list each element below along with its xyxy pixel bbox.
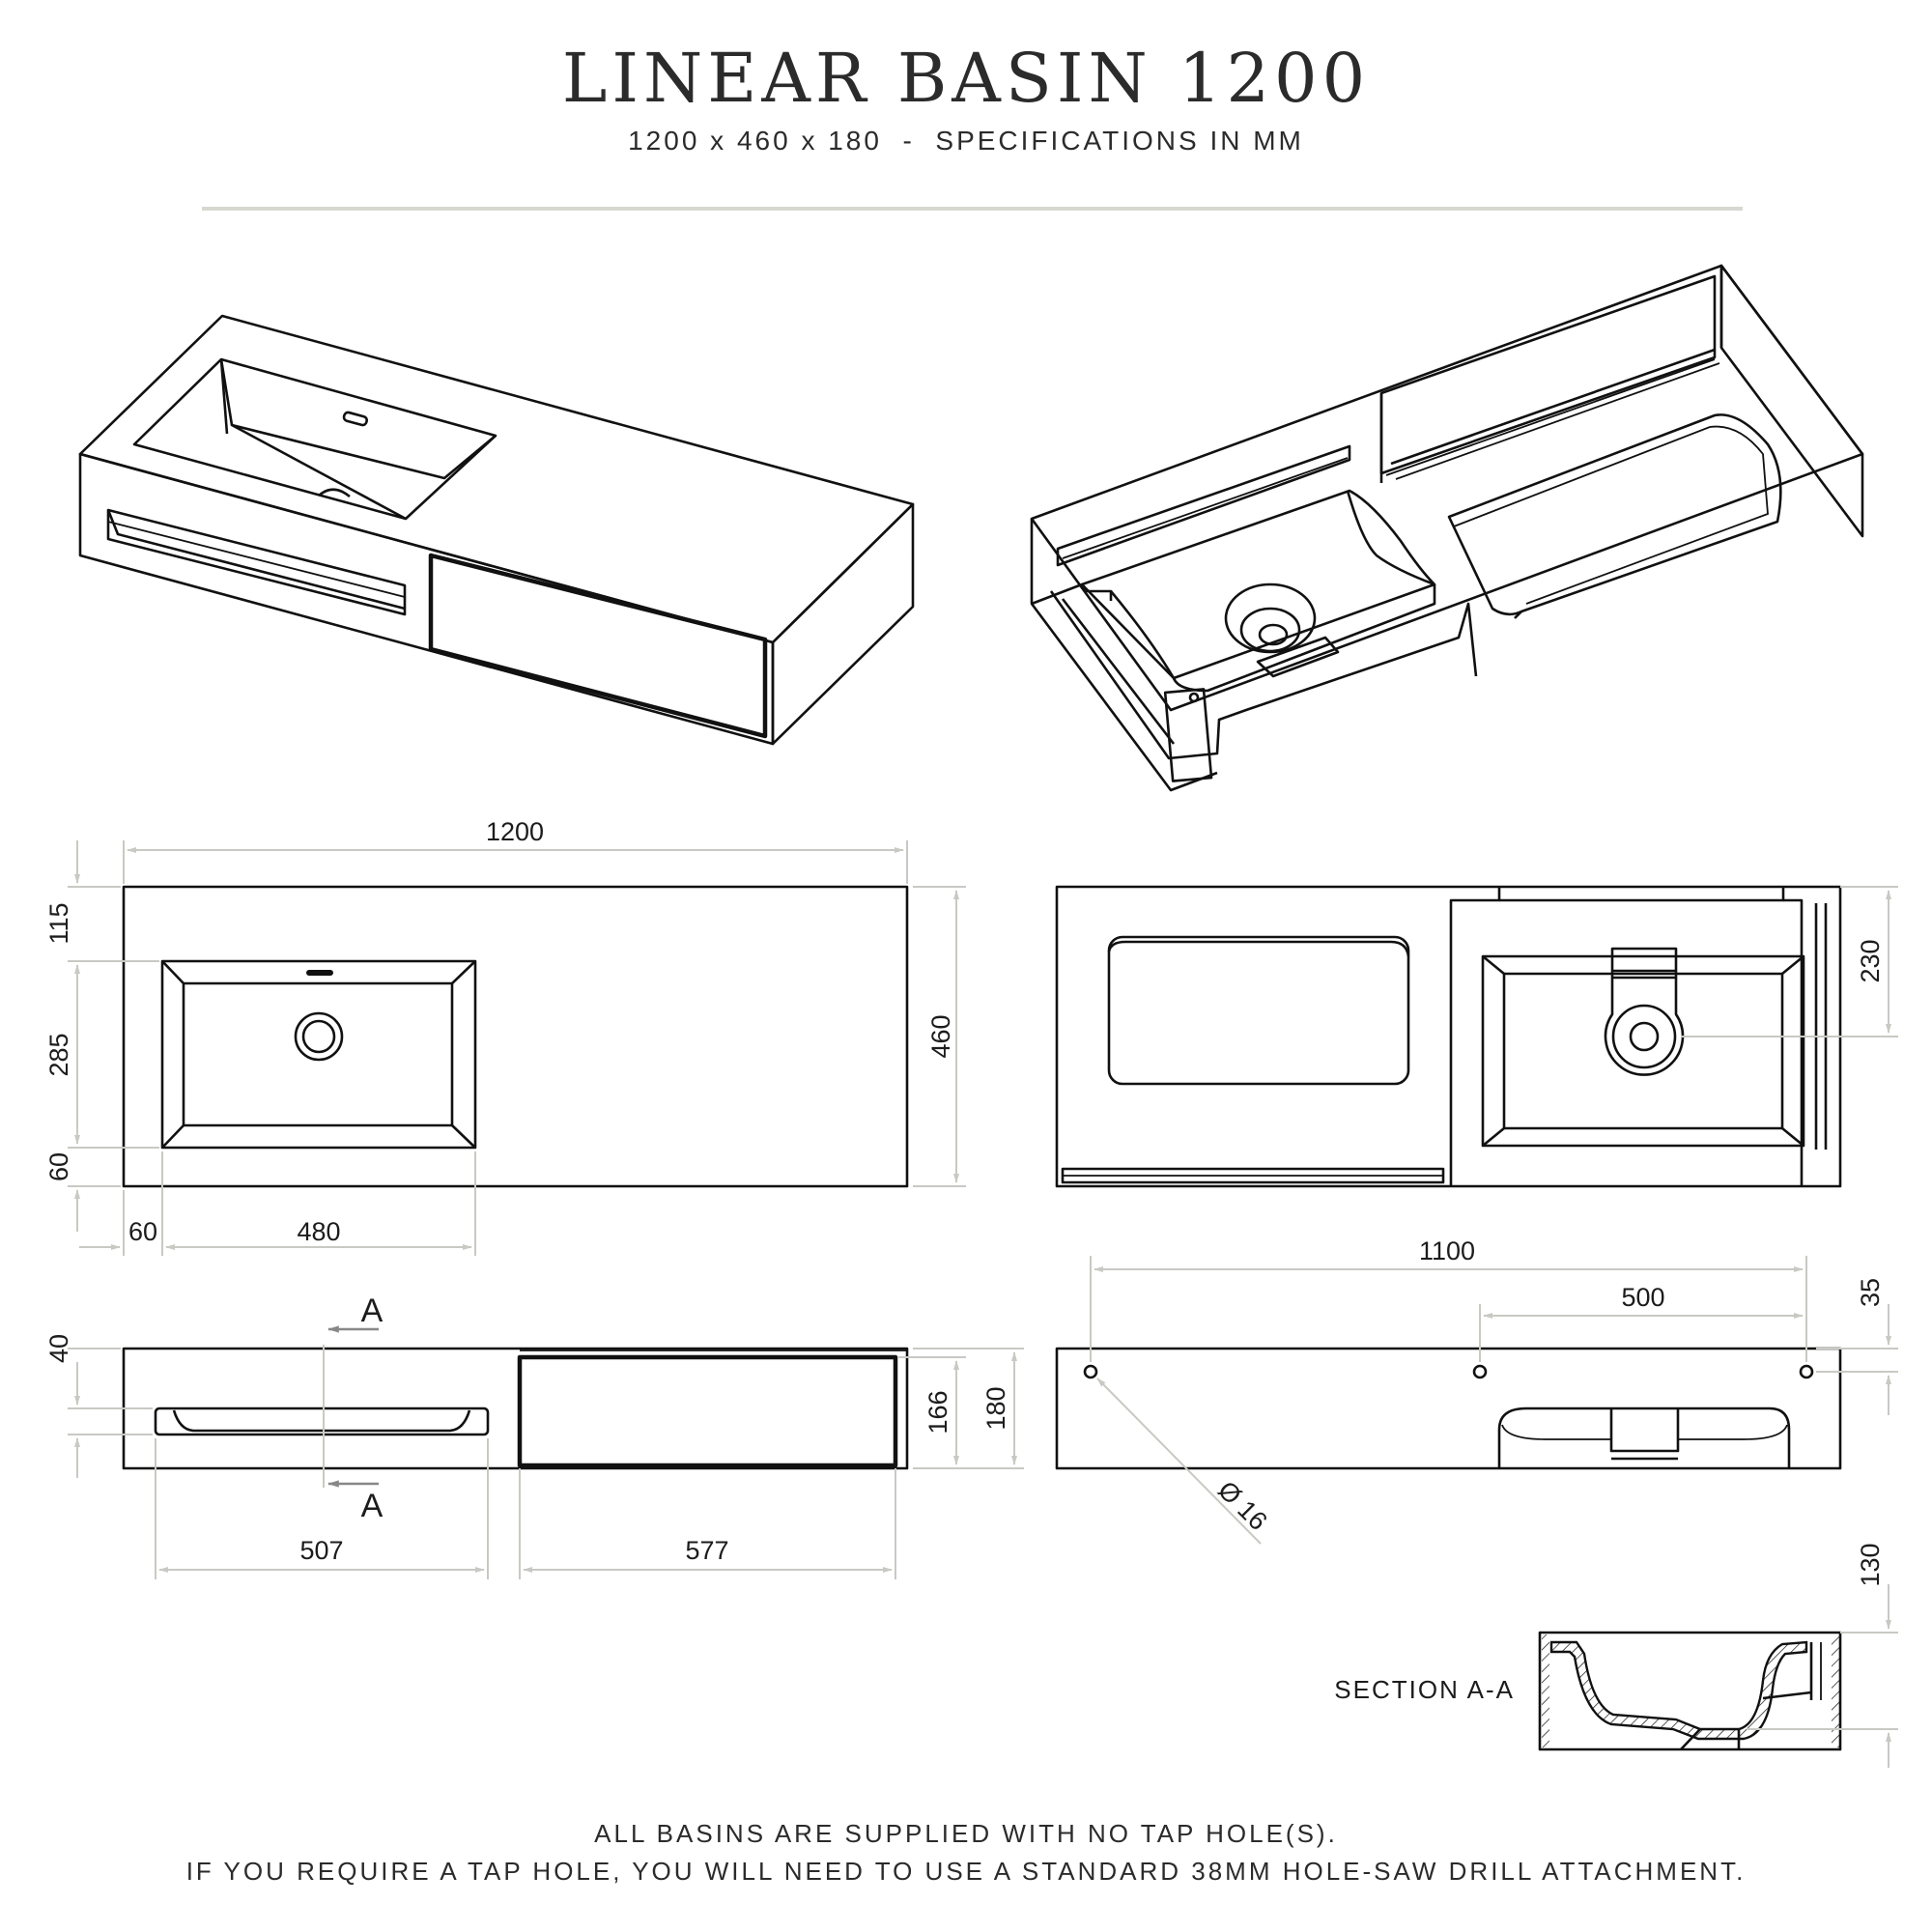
section-marker-top: A xyxy=(361,1293,384,1329)
dim-total-height: 180 xyxy=(981,1386,1010,1430)
dim-hole-offset: 35 xyxy=(1856,1278,1885,1307)
dim-towel-width: 507 xyxy=(299,1536,343,1565)
fixing-hole-1 xyxy=(1083,1364,1098,1379)
section-label: SECTION A-A xyxy=(1334,1675,1515,1704)
dim-top-back: 115 xyxy=(44,902,73,944)
underside-view xyxy=(1055,885,1842,1188)
dim-top-depth: 460 xyxy=(926,1014,955,1058)
dim-top-width: 1200 xyxy=(486,817,544,846)
dim-top-bowl-depth: 285 xyxy=(44,1033,73,1076)
fixing-hole-3 xyxy=(1799,1364,1814,1379)
dimension-lines xyxy=(68,840,1898,1768)
top-view xyxy=(122,885,909,1188)
dim-holes-half: 500 xyxy=(1621,1283,1664,1312)
dim-top-bowl-width: 480 xyxy=(297,1217,340,1246)
fixing-hole-2 xyxy=(1472,1364,1488,1379)
note-tap-hole: ALL BASINS ARE SUPPLIED WITH NO TAP HOLE… xyxy=(594,1819,1338,1848)
dim-towel-height: 40 xyxy=(44,1334,73,1363)
title-divider xyxy=(202,207,1743,211)
dim-drawer-width: 577 xyxy=(685,1536,728,1565)
front-view xyxy=(122,1347,909,1470)
page-subtitle: 1200 x 460 x 180 - SPECIFICATIONS IN MM xyxy=(628,126,1304,156)
dim-holes-span: 1100 xyxy=(1419,1236,1475,1265)
section-view xyxy=(1538,1631,1842,1751)
dim-drawer-height: 166 xyxy=(923,1390,952,1434)
section-marker-bottom: A xyxy=(361,1488,384,1524)
iso-view-top xyxy=(78,314,915,746)
dim-section-depth: 130 xyxy=(1856,1543,1885,1586)
dim-bowl-to-top: 230 xyxy=(1856,939,1885,982)
back-view xyxy=(1055,1347,1842,1470)
dim-top-front: 60 xyxy=(44,1152,73,1181)
page-title: LINEAR BASIN 1200 xyxy=(561,39,1371,118)
note-drill: IF YOU REQUIRE A TAP HOLE, YOU WILL NEED… xyxy=(185,1857,1747,1886)
dim-top-side: 60 xyxy=(128,1217,157,1246)
iso-view-bottom xyxy=(1030,264,1864,792)
